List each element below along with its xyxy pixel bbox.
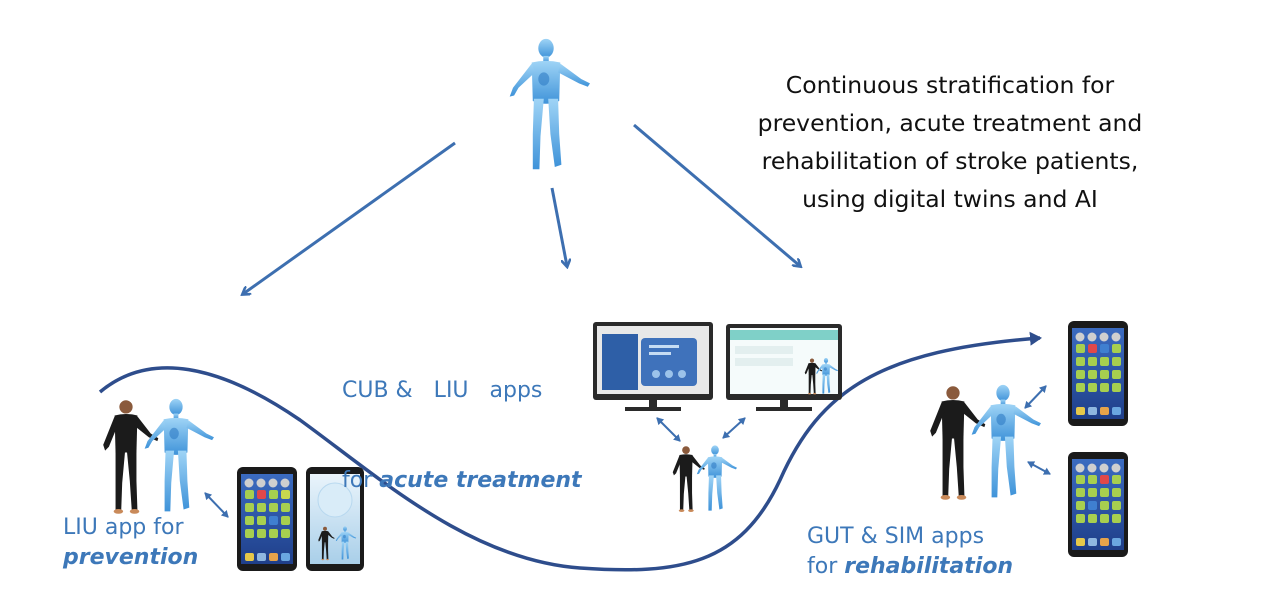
acute-label-emphasis: acute treatment <box>379 468 582 493</box>
rehab-label-prefix: for <box>807 554 845 579</box>
acute-label-line-1: CUB & LIU apps <box>342 378 543 403</box>
headline-line-1: Continuous stratification for <box>785 71 1115 99</box>
prevention-label-line-2: prevention <box>63 543 198 573</box>
headline-line-3: rehabilitation of stroke patients, <box>761 147 1139 175</box>
rehab-sync-arrow-top <box>1024 385 1047 409</box>
prevention-label-line-1: LIU app for <box>63 515 184 540</box>
prevention-patient <box>103 400 159 514</box>
acute-monitor-1 <box>593 322 713 411</box>
acute-label-line-2: for acute treatment <box>342 466 582 496</box>
headline-line-4: using digital twins and AI <box>802 185 1098 213</box>
arrow-to-prevention <box>243 141 456 294</box>
acute-twin <box>696 445 737 511</box>
arrow-to-acute <box>550 187 567 266</box>
rehab-phone-top <box>1068 321 1128 426</box>
rehab-phone-bottom <box>1068 452 1128 557</box>
acute-monitor-2 <box>726 324 842 411</box>
rehab-label-line-1: GUT & SIM apps <box>807 524 985 549</box>
prevention-phone-2 <box>306 467 364 571</box>
rehab-sync-arrow-bottom <box>1027 461 1051 475</box>
rehab-label-line-2: for rehabilitation <box>807 552 1013 582</box>
prevention-phone-1 <box>237 467 297 571</box>
headline-text: Continuous stratification for prevention… <box>690 66 1210 218</box>
headline-line-2: prevention, acute treatment and <box>757 109 1143 137</box>
rehab-patient <box>930 386 986 500</box>
prevention-twin <box>144 398 214 512</box>
arrow-to-rehab <box>633 123 800 266</box>
rehab-label: GUT & SIM apps for rehabilitation <box>807 522 1013 582</box>
prevention-label: LIU app for prevention <box>63 513 198 573</box>
prevention-sync-arrow <box>204 492 229 518</box>
central-digital-twin <box>509 38 590 170</box>
rehab-label-emphasis: rehabilitation <box>844 554 1014 579</box>
acute-label: CUB & LIU apps for acute treatment <box>342 316 582 526</box>
acute-label-prefix: for <box>342 468 380 493</box>
acute-sync-arrow-right <box>722 417 746 439</box>
acute-patient <box>672 446 705 512</box>
acute-sync-arrow-left <box>656 417 681 442</box>
prevention-label-emphasis: prevention <box>63 545 199 570</box>
